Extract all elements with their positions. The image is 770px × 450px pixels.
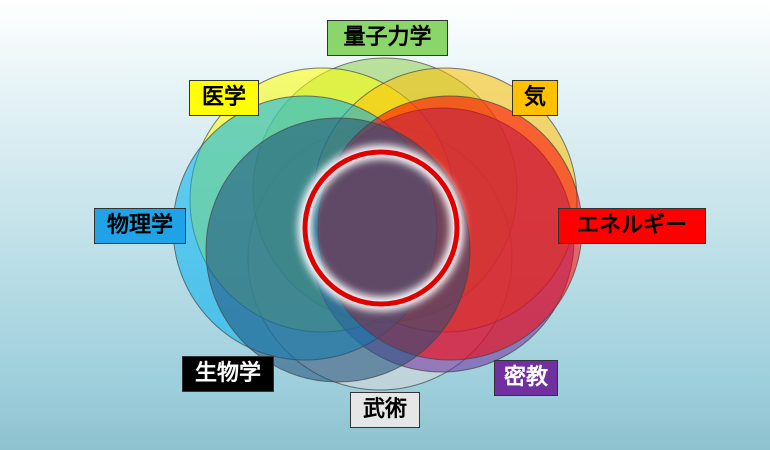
label-physics: 物理学 [94, 208, 186, 244]
label-biology: 生物学 [182, 356, 274, 392]
label-medicine: 医学 [189, 80, 259, 116]
label-martial: 武術 [350, 392, 420, 428]
highlight-ring [302, 149, 460, 307]
label-energy: エネルギー [558, 208, 706, 244]
label-ki: 気 [512, 80, 558, 116]
circle-biology [205, 117, 471, 383]
label-quantum: 量子力学 [327, 20, 448, 56]
label-esoteric: 密教 [494, 360, 558, 396]
